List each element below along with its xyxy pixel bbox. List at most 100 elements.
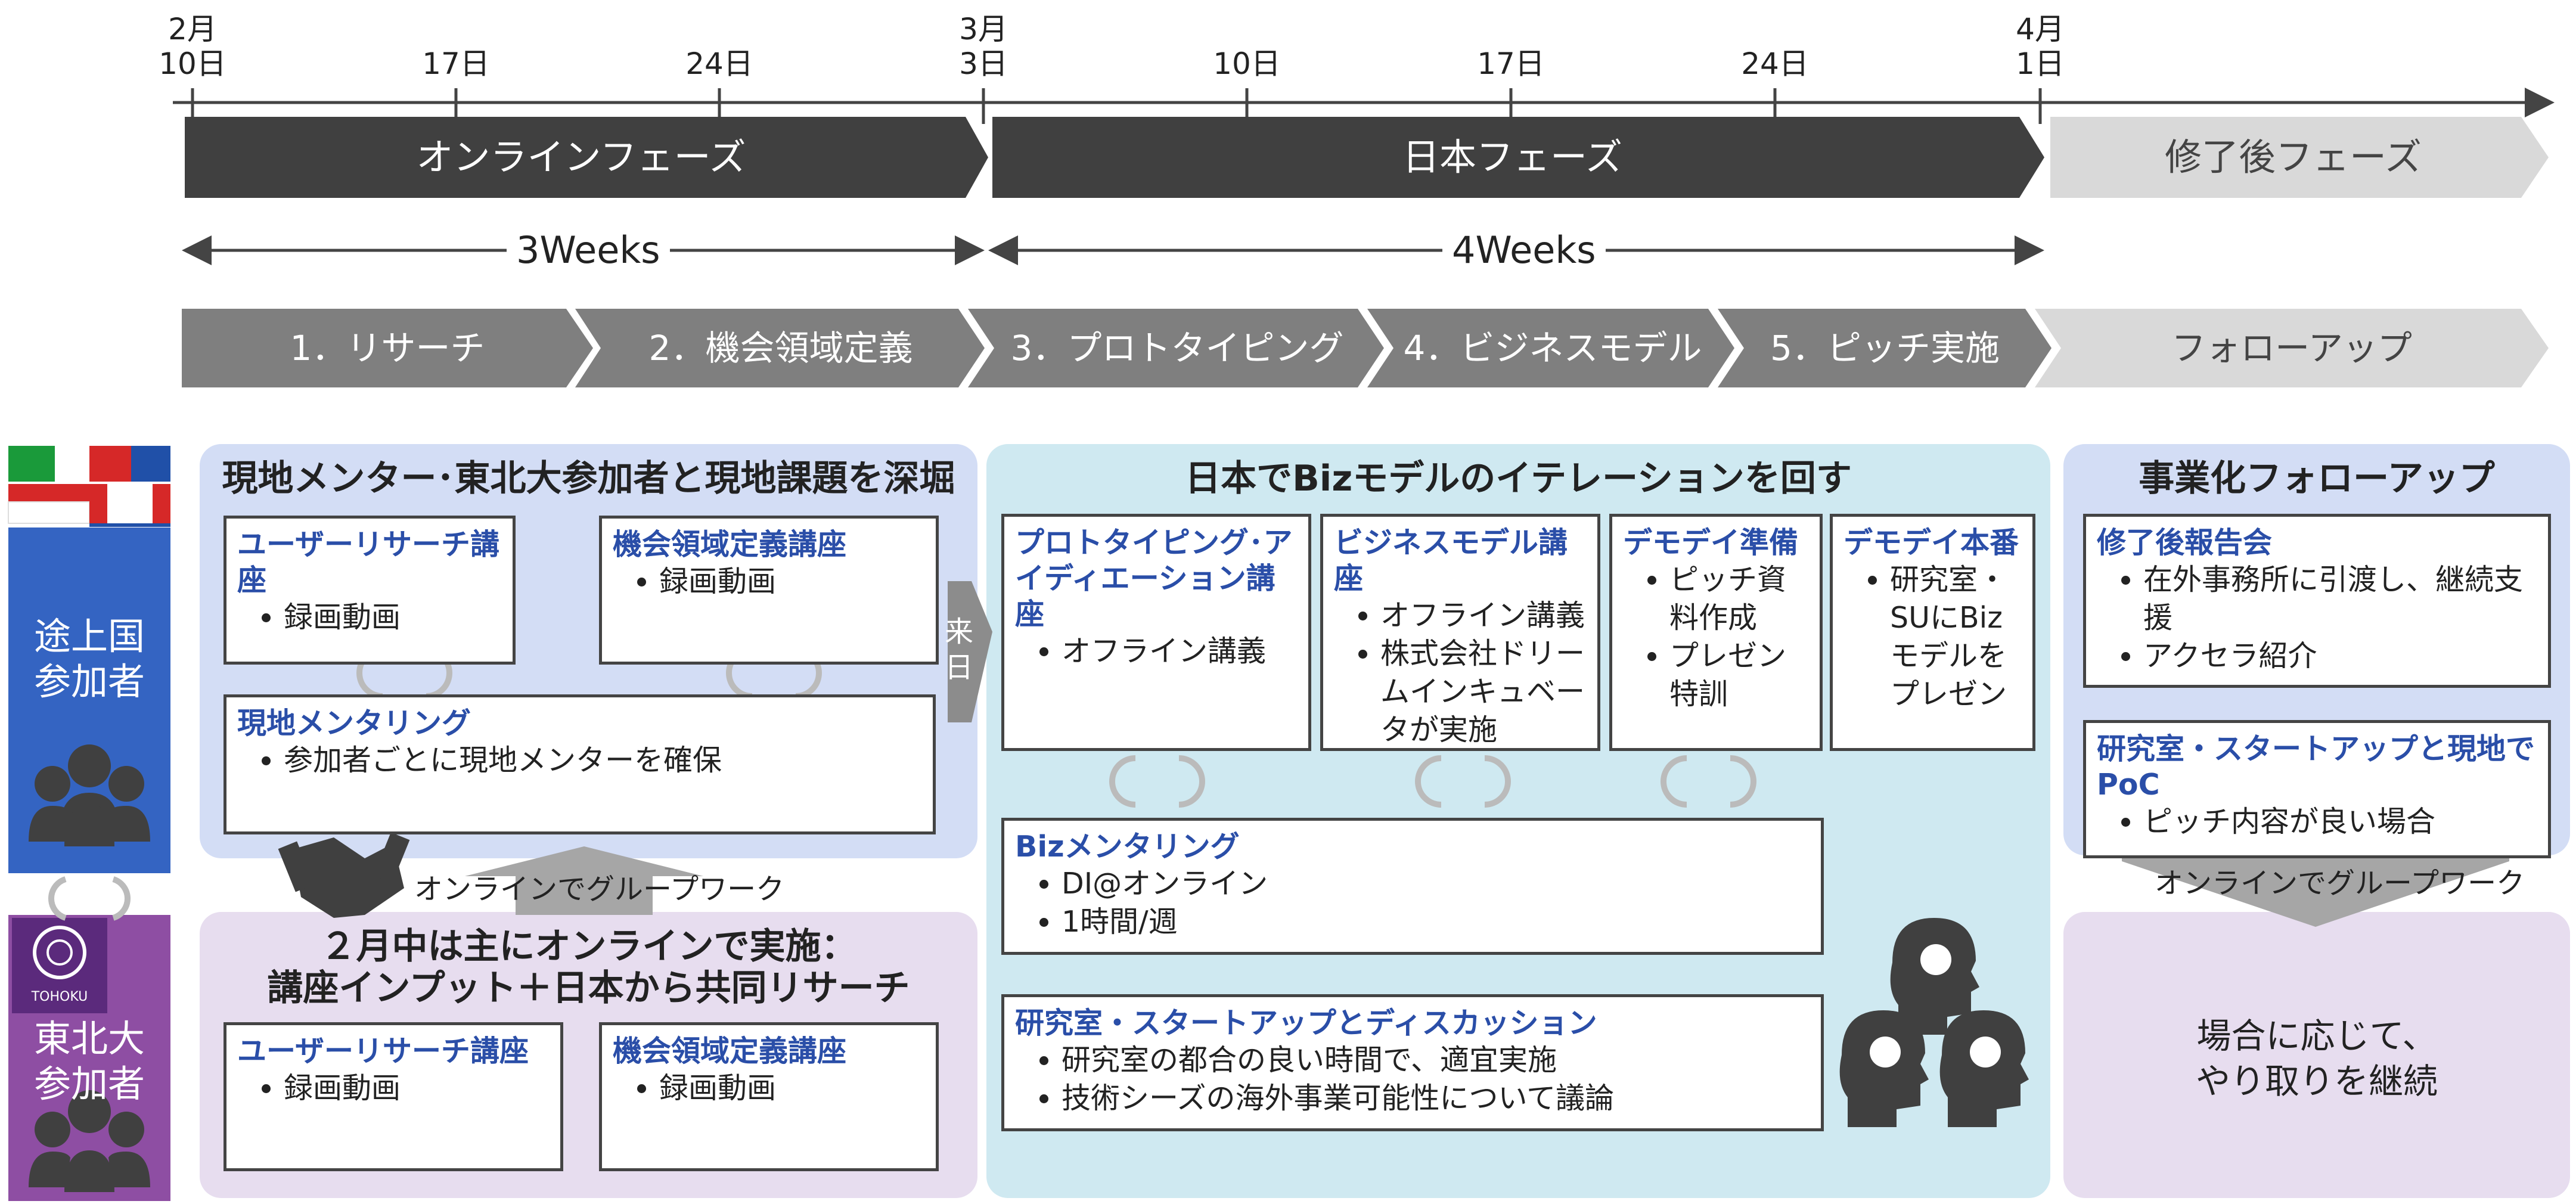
card-user-research-tohoku: ユーザーリサーチ講座 録画動画 — [224, 1022, 563, 1171]
zone-tohoku-title-line1: ２月中は主にオンラインで実施： — [320, 926, 857, 967]
groupwork-right-arrow — [2122, 843, 2509, 927]
bullet-item: 参加者ごとに現地メンターを確保 — [284, 741, 922, 780]
phase-after-shape — [2050, 117, 2549, 198]
tick-label-mar10: 10日 — [1213, 46, 1281, 81]
zone-local-title: 現地メンター･東北大参加者と現地課題を深堀 — [222, 458, 955, 499]
zone-follow-title: 事業化フォローアップ — [2139, 458, 2495, 499]
handshake-icon — [278, 832, 410, 918]
weeks-online-label: 3Weeks — [507, 232, 670, 269]
card-bullets: 研究室・SUにBizモデルをプレゼン — [1843, 561, 2022, 713]
arrival-arrow-shape — [948, 581, 992, 722]
flags-icon — [8, 446, 170, 527]
bullet-item: ピッチ内容が良い場合 — [2143, 803, 2537, 841]
bullet-item: 在外事務所に引渡し、継続支援 — [2143, 561, 2537, 637]
card-title: ユーザーリサーチ講座 — [237, 527, 500, 597]
bullet-item: 録画動画 — [284, 598, 502, 637]
bullet-item: 1時間/週 — [1062, 903, 1810, 941]
developing-participants-label: 途上国 参加者 — [33, 615, 145, 703]
step-5-label: 5．ピッチ実施 — [1770, 328, 2000, 368]
step-4-label: 4．ビジネスモデル — [1403, 328, 1702, 368]
step-3-label: 3．プロトタイピング — [1010, 328, 1344, 368]
card-title: 修了後報告会 — [2097, 526, 2273, 560]
card-bullets: DI@オンライン 1時間/週 — [1015, 865, 1810, 941]
card-title: ユーザーリサーチ講座 — [237, 1034, 529, 1068]
card-title: 機会領域定義講座 — [613, 527, 847, 561]
tick-label-feb24: 24日 — [685, 46, 753, 81]
card-completion-report: 修了後報告会 在外事務所に引渡し、継続支援 アクセラ紹介 — [2083, 514, 2551, 688]
card-bullets: 録画動画 — [613, 1069, 925, 1107]
card-title: 研究室・スタートアップと現地でPoC — [2097, 732, 2535, 802]
card-prototyping-lecture: プロトタイピング･アイディエーション講座 オフライン講義 — [1001, 514, 1311, 751]
card-biz-mentoring: Bizメンタリング DI@オンライン 1時間/週 — [1001, 818, 1824, 955]
arrival-label: 来 日 — [944, 615, 973, 684]
tick-label-feb10: 2月 10日 — [159, 12, 226, 81]
card-local-mentoring: 現地メンタリング 参加者ごとに現地メンターを確保 — [224, 694, 936, 834]
card-demoday: デモデイ本番 研究室・SUにBizモデルをプレゼン — [1830, 514, 2035, 751]
step-1-shape — [182, 309, 593, 387]
bullet-item: ピッチ資料作成 — [1669, 561, 1809, 637]
card-bullets: ピッチ内容が良い場合 — [2097, 803, 2537, 841]
tohoku-logo-emblem — [33, 926, 86, 979]
timeline-ticks — [191, 88, 2042, 124]
weeks-japan-label: 4Weeks — [1442, 232, 1606, 269]
tohoku-participants-label: 東北大 参加者 — [33, 1017, 145, 1106]
idea-heads-icon — [1839, 918, 2029, 1127]
step-6-label: フォローアップ — [2171, 328, 2412, 368]
card-opportunity-local: 機会領域定義講座 録画動画 — [599, 516, 939, 665]
bullet-item: オフライン講義 — [1062, 632, 1298, 671]
tick-label-mar17: 17日 — [1477, 46, 1545, 81]
card-bullets: ピッチ資料作成 プレゼン特訓 — [1623, 561, 1809, 713]
card-bullets: 研究室の都合の良い時間で、適宜実施 技術シーズの海外事業可能性について議論 — [1015, 1041, 1810, 1118]
card-title: 機会領域定義講座 — [613, 1034, 847, 1068]
card-title: Bizメンタリング — [1015, 830, 1240, 864]
bullet-item: プレゼン特訓 — [1669, 637, 1809, 713]
follow-note-text: 場合に応じて、 やり取りを継続 — [2195, 1016, 2438, 1101]
card-title: 現地メンタリング — [237, 706, 471, 740]
card-title: プロトタイピング･アイディエーション講座 — [1015, 526, 1293, 631]
card-title: デモデイ本番 — [1843, 526, 2019, 560]
step-5-shape — [1718, 309, 2052, 387]
tick-label-mar24: 24日 — [1741, 46, 1809, 81]
zone-follow-bottom-bg — [2063, 912, 2570, 1198]
bullet-item: 技術シーズの海外事業可能性について議論 — [1062, 1079, 1810, 1118]
card-lab-discussion: 研究室・スタートアップとディスカッション 研究室の都合の良い時間で、適宜実施 技… — [1001, 994, 1824, 1131]
people-icon-tohoku — [29, 1090, 150, 1192]
tick-label-apr1: 4月 1日 — [2016, 12, 2065, 81]
card-user-research-local: ユーザーリサーチ講座 録画動画 — [224, 516, 516, 665]
phase-japan-shape — [992, 117, 2044, 198]
step-3-shape — [968, 309, 1384, 387]
card-business-model-lecture: ビジネスモデル講座 オフライン講義 株式会社ドリームインキュベータが実施 — [1320, 514, 1600, 751]
groupwork-left-label: オンラインでグループワーク — [414, 873, 785, 906]
step-1-label: 1．リサーチ — [290, 328, 485, 368]
groupwork-left-arrow — [465, 846, 703, 915]
step-6-shape — [2035, 309, 2549, 387]
bullet-item: 録画動画 — [659, 563, 925, 601]
card-bullets: オフライン講義 — [1015, 632, 1298, 671]
card-bullets: 録画動画 — [613, 563, 925, 601]
tick-label-mar3: 3月 3日 — [959, 12, 1008, 81]
groupwork-right-label: オンラインでグループワーク — [2155, 867, 2525, 900]
bullet-item: アクセラ紹介 — [2143, 637, 2537, 675]
card-bullets: 参加者ごとに現地メンターを確保 — [237, 741, 922, 780]
phase-after-label: 修了後フェーズ — [2165, 135, 2422, 179]
card-title: デモデイ準備 — [1623, 526, 1799, 560]
card-demoday-prep: デモデイ準備 ピッチ資料作成 プレゼン特訓 — [1609, 514, 1823, 751]
step-4-shape — [1367, 309, 1734, 387]
bullet-item: 研究室の都合の良い時間で、適宜実施 — [1062, 1041, 1810, 1079]
phase-japan-label: 日本フェーズ — [1402, 135, 1622, 179]
tohoku-logo-text: TOHOKU — [31, 989, 88, 1004]
card-opportunity-tohoku: 機会領域定義講座 録画動画 — [599, 1022, 939, 1171]
bullet-item: DI@オンライン — [1062, 865, 1810, 903]
zone-tohoku-title-line2: 講座インプット＋日本から共同リサーチ — [267, 967, 910, 1009]
zone-japan-title: 日本でBizモデルのイテレーションを回す — [1185, 458, 1852, 499]
card-title: 研究室・スタートアップとディスカッション — [1015, 1006, 1597, 1040]
card-bullets: オフライン講義 株式会社ドリームインキュベータが実施 — [1334, 597, 1587, 749]
bullet-item: オフライン講義 — [1380, 597, 1587, 635]
card-bullets: 録画動画 — [237, 1069, 550, 1107]
step-2-label: 2．機会領域定義 — [648, 328, 913, 368]
card-title: ビジネスモデル講座 — [1334, 526, 1568, 595]
phase-online-shape — [185, 117, 988, 198]
card-bullets: 在外事務所に引渡し、継続支援 アクセラ紹介 — [2097, 561, 2537, 675]
phase-online-label: オンラインフェーズ — [416, 135, 746, 179]
people-icon-developing — [29, 744, 150, 846]
